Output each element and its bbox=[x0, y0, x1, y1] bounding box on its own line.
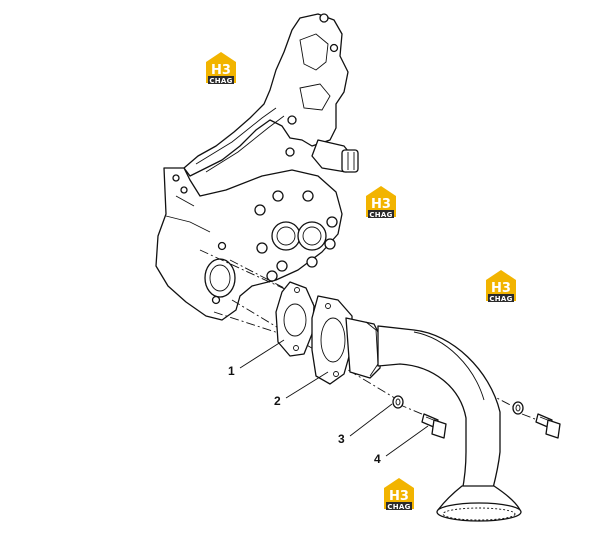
front-cover-housing bbox=[155, 167, 343, 321]
gasket-part-1 bbox=[275, 281, 315, 357]
callout-leaders bbox=[239, 339, 429, 457]
bolt-part-4 bbox=[421, 413, 447, 439]
washer-right bbox=[512, 401, 524, 415]
watermark-badge-1: H3 CHAG bbox=[206, 52, 236, 85]
watermark-word: CHAG bbox=[369, 211, 392, 219]
callout-4: 4 bbox=[374, 452, 381, 466]
watermark-word: CHAG bbox=[489, 295, 512, 303]
shaft-pin bbox=[311, 139, 359, 173]
bolt-right bbox=[535, 413, 561, 439]
watermark-mark: H3 bbox=[491, 281, 511, 296]
upper-bracket bbox=[183, 13, 349, 177]
callouts: 1 2 3 4 bbox=[228, 364, 381, 466]
callout-3: 3 bbox=[338, 432, 345, 446]
watermark-mark: H3 bbox=[389, 489, 409, 504]
watermark-word: CHAG bbox=[387, 503, 410, 511]
washer-part-3 bbox=[392, 395, 404, 409]
watermark-word: CHAG bbox=[209, 77, 232, 85]
callout-2: 2 bbox=[274, 394, 281, 408]
watermark-badge-4: H3 CHAG bbox=[384, 478, 414, 511]
suction-pipe-part-2 bbox=[311, 295, 522, 522]
watermark-badge-2: H3 CHAG bbox=[366, 186, 396, 219]
callout-1: 1 bbox=[228, 364, 235, 378]
watermark-mark: H3 bbox=[211, 63, 231, 78]
watermark-badge-3: H3 CHAG bbox=[486, 270, 516, 303]
watermark-mark: H3 bbox=[371, 197, 391, 212]
